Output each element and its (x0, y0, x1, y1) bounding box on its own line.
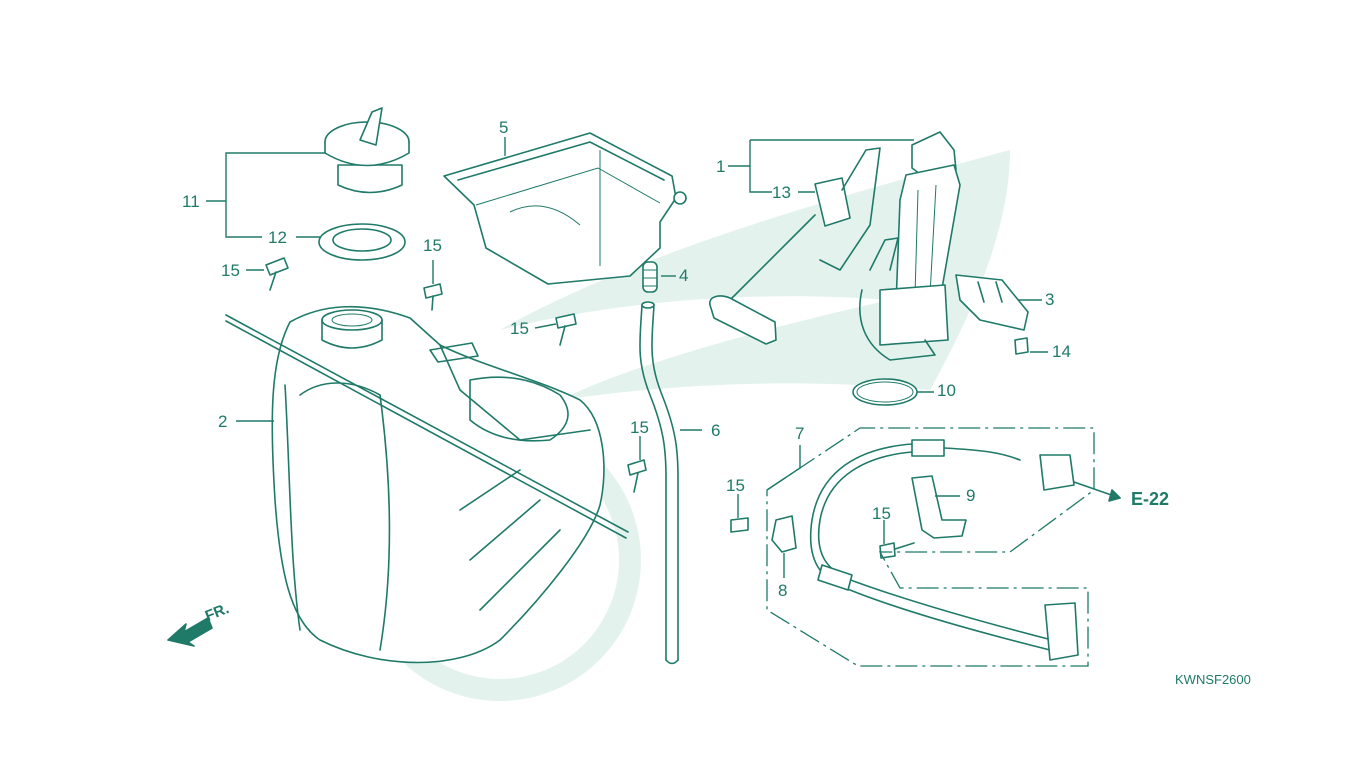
bracket-part-3[interactable] (955, 274, 1029, 331)
callout-15-b: 15 (423, 236, 442, 255)
fuel-tank-part-2[interactable] (271, 305, 605, 664)
callout-11: 11 (182, 192, 200, 211)
clamp-part-9[interactable] (911, 475, 967, 539)
tray-part-5[interactable] (443, 132, 687, 285)
callout-8: 8 (778, 581, 788, 600)
reference-e22[interactable]: E-22 (1131, 489, 1170, 509)
callout-14: 14 (1052, 342, 1071, 361)
breather-tube-part-6[interactable] (639, 301, 679, 665)
bolt-15-e[interactable] (730, 517, 749, 533)
callout-15-e: 15 (726, 476, 745, 495)
callout-2: 2 (218, 412, 228, 431)
callout-13: 13 (772, 183, 791, 202)
seal-ring-part-12[interactable] (318, 223, 406, 261)
fuel-sender-part-13[interactable] (709, 147, 881, 345)
fuel-cap-part-11[interactable] (324, 107, 410, 194)
o-ring-part-10[interactable] (852, 378, 918, 406)
callout-15-d: 15 (630, 418, 649, 437)
callout-12: 12 (268, 228, 287, 247)
callout-4: 4 (679, 266, 689, 285)
grommet-part-4[interactable] (642, 261, 658, 293)
fuel-pump-part-1[interactable] (859, 131, 961, 361)
bolt-15-f[interactable] (879, 542, 915, 559)
callout-15-f: 15 (872, 504, 891, 523)
callout-3: 3 (1045, 290, 1055, 309)
callout-7: 7 (795, 424, 805, 443)
long-tube (225, 314, 629, 539)
bolt-15-c[interactable] (555, 313, 577, 346)
callout-10: 10 (937, 381, 956, 400)
front-direction-arrow (167, 617, 213, 647)
bolt-15-a[interactable] (265, 257, 289, 291)
callout-6: 6 (711, 421, 721, 440)
diagram-code: KWNSF2600 (1175, 672, 1251, 687)
bolt-15-b[interactable] (423, 283, 443, 311)
clip-part-8[interactable] (771, 515, 797, 553)
hose-group-outline (766, 427, 1095, 667)
bolt-15-d[interactable] (627, 459, 647, 493)
callout-1: 1 (716, 157, 726, 176)
callout-9: 9 (966, 486, 976, 505)
callout-15-c: 15 (510, 319, 529, 338)
fuel-hose-part-7[interactable] (809, 439, 1079, 661)
callout-15-a: 15 (221, 261, 240, 280)
callout-5: 5 (499, 118, 509, 137)
screw-part-14[interactable] (1014, 337, 1029, 355)
